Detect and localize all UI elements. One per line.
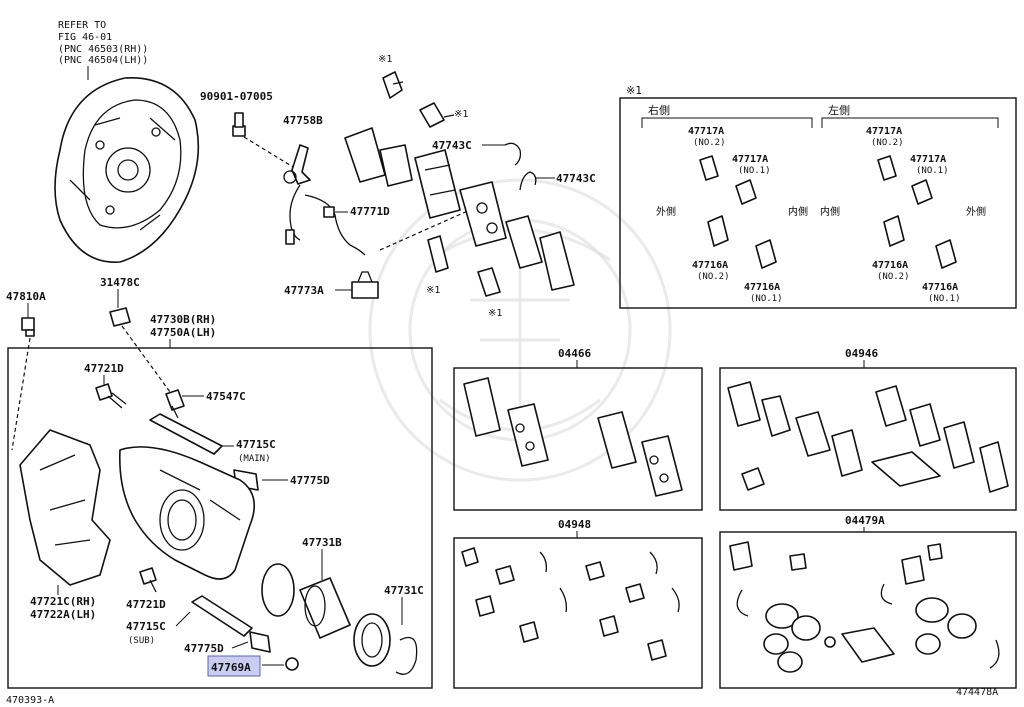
boot-47775D-upper[interactable]: 47775D <box>233 469 330 491</box>
legend-r-47717A-no2: 47717A <box>688 126 724 137</box>
label-47743C-lower: 47743C <box>556 172 596 185</box>
backing-plate[interactable] <box>54 77 200 263</box>
boot-47775D-lower[interactable]: 47775D <box>184 631 271 655</box>
legend-right-side: 右側 <box>648 103 670 117</box>
label-main: (MAIN) <box>238 454 271 464</box>
bolt-47721D-upper[interactable]: 47721D <box>84 362 127 409</box>
caliper-body[interactable] <box>118 446 256 580</box>
label-31478C: 31478C <box>100 276 140 289</box>
note-mark-1a: ※1 <box>378 54 392 65</box>
label-47721D-lower: 47721D <box>126 598 166 611</box>
label-47721D-upper: 47721D <box>84 362 124 375</box>
caliper-labels-top: 47730B(RH) 47750A(LH) <box>150 313 216 348</box>
mount-47721C[interactable]: 47721C(RH) 47722A(LH) <box>19 429 111 621</box>
label-47775D-lower: 47775D <box>184 642 224 655</box>
label-47750A: 47750A(LH) <box>150 326 216 339</box>
label-04479A: 04479A <box>845 514 885 527</box>
label-47758B: 47758B <box>283 114 323 127</box>
bolt-90901[interactable]: 90901-07005 <box>200 90 273 137</box>
label-47721C: 47721C(RH) <box>30 595 96 608</box>
legend-l-no1-b: (NO.1) <box>928 294 961 304</box>
legend-mark: ※1 <box>626 84 642 97</box>
wear-sensor-bracket-47758B[interactable]: 47758B <box>283 114 323 185</box>
legend-inner-left: 内側 <box>788 205 808 218</box>
caliper-assembly-frame <box>7 347 433 689</box>
legend-r-47716A-no1: 47716A <box>744 282 780 293</box>
label-47810A: 47810A <box>6 290 46 303</box>
legend-clips <box>699 155 957 269</box>
figure-code-left: 470393-A <box>6 695 54 706</box>
label-47731C: 47731C <box>384 584 424 597</box>
seal-47731C[interactable]: 47731C <box>353 584 424 675</box>
highlight-box <box>207 655 261 677</box>
label-47731B: 47731B <box>302 536 342 549</box>
cap-31478C[interactable]: 31478C <box>100 276 140 327</box>
wear-sensor-47771D[interactable]: 47771D <box>285 184 390 256</box>
bleeder-47810A[interactable]: 47810A <box>6 290 46 337</box>
legend-inner-right: 内側 <box>820 205 840 218</box>
note-mark-1d: ※1 <box>488 308 502 319</box>
figure-code-right: 474478A <box>956 687 998 698</box>
legend-outer-right: 外側 <box>966 205 986 218</box>
shim-clips-top[interactable]: ※1 ※1 ※1 ※1 <box>378 54 502 319</box>
label-47730B: 47730B(RH) <box>150 313 216 326</box>
legend-l-47717A-no2: 47717A <box>866 126 902 137</box>
refer-line-3: (PNC 46503(RH)) <box>58 44 148 55</box>
legend-r-no1-a: (NO.1) <box>738 166 771 176</box>
legend-outer-left: 外側 <box>656 205 676 218</box>
refer-line-2: FIG 46-01 <box>58 32 112 43</box>
kit-04466[interactable]: 04466 <box>453 347 703 511</box>
label-47715C-main: 47715C <box>236 438 276 451</box>
cap-47769A[interactable]: 47769A <box>207 655 299 677</box>
label-47547C: 47547C <box>206 390 246 403</box>
bolt-47721D-lower[interactable]: 47721D <box>126 567 166 611</box>
kit-04946[interactable]: 04946 <box>719 347 1017 511</box>
kit-04948[interactable]: 04948 <box>453 518 703 689</box>
legend-l-47716A-no1: 47716A <box>922 282 958 293</box>
note-mark-1b: ※1 <box>454 109 468 120</box>
label-04946: 04946 <box>845 347 878 360</box>
bleeder-47547C[interactable]: 47547C <box>165 389 246 419</box>
legend-l-47717A-no1: 47717A <box>910 154 946 165</box>
label-90901-07005: 90901-07005 <box>200 90 273 103</box>
label-47715C-sub: 47715C <box>126 620 166 633</box>
legend-frame <box>619 97 1017 309</box>
label-47771D: 47771D <box>350 205 390 218</box>
label-47722A: 47722A(LH) <box>30 608 96 621</box>
legend-r-47717A-no1: 47717A <box>732 154 768 165</box>
legend-l-no1-a: (NO.1) <box>916 166 949 176</box>
legend-l-47716A-no2: 47716A <box>872 260 908 271</box>
legend-r-no2-b: (NO.2) <box>697 272 730 282</box>
legend-l-no2-a: (NO.2) <box>871 138 904 148</box>
legend-r-47716A-no2: 47716A <box>692 260 728 271</box>
legend-l-no2-b: (NO.2) <box>877 272 910 282</box>
clip-47773A[interactable]: 47773A <box>284 271 379 299</box>
piston-47731B[interactable]: 47731B <box>261 536 351 639</box>
note-mark-1c: ※1 <box>426 285 440 296</box>
brake-pads-top[interactable] <box>344 127 575 291</box>
label-47775D-upper: 47775D <box>290 474 330 487</box>
label-04948: 04948 <box>558 518 591 531</box>
pin-47715C-sub[interactable]: 47715C (SUB) <box>126 595 253 646</box>
label-47769A: 47769A <box>211 661 251 674</box>
label-sub: (SUB) <box>128 636 155 646</box>
legend-r-no1-b: (NO.1) <box>750 294 783 304</box>
label-04466: 04466 <box>558 347 591 360</box>
spring-47743C[interactable]: 47743C 47743C <box>432 139 596 191</box>
pin-47715C-main[interactable]: 47715C (MAIN) <box>149 413 276 464</box>
label-47743C-upper: 47743C <box>432 139 472 152</box>
refer-line-4: (PNC 46504(LH)) <box>58 55 148 66</box>
legend-box: ※1 右側 左側 外側 内側 内側 外側 47717A (NO.2) 47717… <box>619 84 1017 309</box>
kit-04479A[interactable]: 04479A <box>719 514 1017 689</box>
refer-note: REFER TO FIG 46-01 (PNC 46503(RH)) (PNC … <box>58 20 148 80</box>
legend-left-side: 左側 <box>828 104 850 117</box>
refer-line-1: REFER TO <box>58 20 106 31</box>
legend-r-no2-a: (NO.2) <box>693 138 726 148</box>
label-47773A: 47773A <box>284 284 324 297</box>
